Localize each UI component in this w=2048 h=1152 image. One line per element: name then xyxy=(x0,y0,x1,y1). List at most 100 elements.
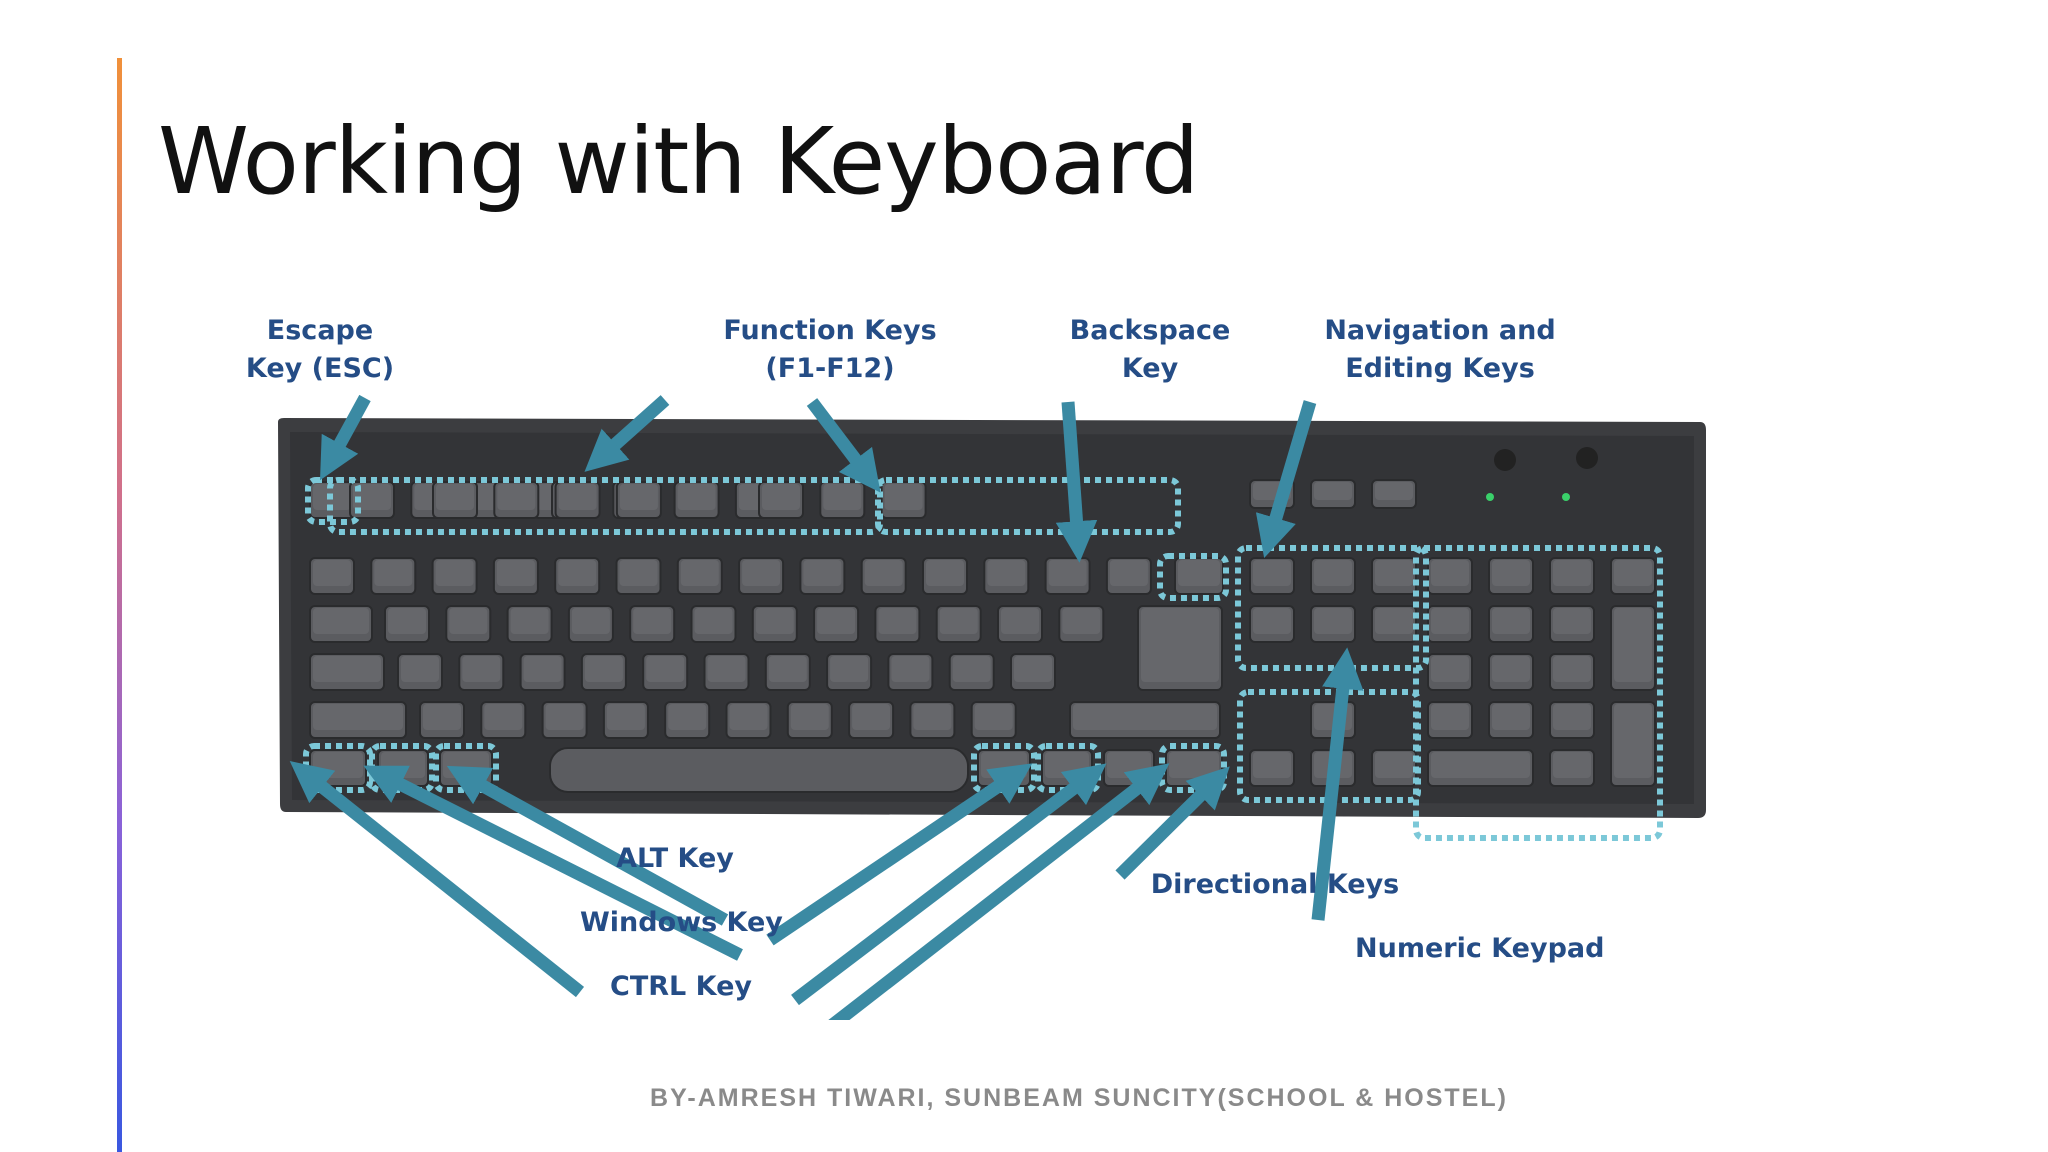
spacebar xyxy=(550,748,968,792)
key-top xyxy=(620,484,658,510)
key-top xyxy=(953,656,991,682)
slide-title: Working with Keyboard xyxy=(158,108,1198,215)
key-top xyxy=(1110,560,1148,586)
key-top xyxy=(388,608,426,634)
key-top xyxy=(756,608,794,634)
key-top xyxy=(940,608,978,634)
key-top xyxy=(1553,704,1591,730)
accent-bar xyxy=(117,58,122,1152)
key-top xyxy=(313,608,369,634)
key-top xyxy=(981,752,1027,778)
key-top xyxy=(462,656,500,682)
function-keys-callout: Function Keys(F1-F12) xyxy=(710,312,950,388)
key-top xyxy=(1107,752,1151,778)
key-top xyxy=(620,560,658,586)
key-top xyxy=(1178,560,1220,586)
key-top xyxy=(681,560,719,586)
key-top xyxy=(762,484,800,510)
key-top xyxy=(730,704,768,730)
key-top xyxy=(1375,482,1413,500)
key-top xyxy=(913,704,951,730)
key-top xyxy=(1431,608,1469,634)
key-top xyxy=(865,560,903,586)
key-top xyxy=(1375,752,1413,778)
key-top xyxy=(436,484,474,510)
key-top xyxy=(817,608,855,634)
key-top xyxy=(633,608,671,634)
key-top xyxy=(449,608,487,634)
directional-keys-callout: Directional Keys xyxy=(1150,866,1400,904)
key-top xyxy=(1375,560,1413,586)
key-top xyxy=(695,608,733,634)
key-top xyxy=(546,704,584,730)
key-top xyxy=(1169,752,1219,778)
key-top xyxy=(878,608,916,634)
key-top xyxy=(1253,608,1291,634)
windows-key-callout: Windows Key xyxy=(580,904,780,942)
key-top xyxy=(1492,656,1530,682)
key-top xyxy=(484,704,522,730)
key-top xyxy=(524,656,562,682)
key-top xyxy=(313,656,381,682)
key-top xyxy=(1073,704,1217,730)
keyboard-illustration xyxy=(270,300,1740,1020)
key-top xyxy=(423,704,461,730)
key-top xyxy=(497,484,535,510)
key-top xyxy=(1253,560,1291,586)
key-top xyxy=(1492,704,1530,730)
key-top xyxy=(708,656,746,682)
key-top xyxy=(678,484,716,510)
key-top xyxy=(1049,560,1087,586)
key-top xyxy=(852,704,890,730)
key-top xyxy=(803,560,841,586)
key-top xyxy=(1553,560,1591,586)
key-top xyxy=(313,752,363,778)
key-top xyxy=(1553,752,1591,778)
key-top xyxy=(374,560,412,586)
key-top xyxy=(1314,482,1352,500)
key-top xyxy=(987,560,1025,586)
key-top xyxy=(558,560,596,586)
key-top xyxy=(313,560,351,586)
key-top xyxy=(1492,608,1530,634)
key-top xyxy=(511,608,549,634)
key-top xyxy=(668,704,706,730)
key-top xyxy=(1314,560,1352,586)
key-top xyxy=(1253,752,1291,778)
key-top xyxy=(401,656,439,682)
key-top xyxy=(1431,560,1469,586)
key-top xyxy=(1314,608,1352,634)
key-top xyxy=(885,484,923,510)
key-top xyxy=(742,560,780,586)
key-top xyxy=(1614,704,1652,778)
key-top xyxy=(1062,608,1100,634)
key-top xyxy=(891,656,929,682)
key-top xyxy=(1614,560,1652,586)
key-top xyxy=(823,484,861,510)
key-top xyxy=(830,656,868,682)
key-top xyxy=(313,704,403,730)
numeric-keypad-callout: Numeric Keypad xyxy=(1355,930,1595,968)
key-top xyxy=(559,484,597,510)
key-top xyxy=(1431,752,1530,778)
key-top xyxy=(572,608,610,634)
key-top xyxy=(1431,656,1469,682)
key-top xyxy=(497,560,535,586)
key-top xyxy=(1492,560,1530,586)
backspace-key-callout: BackspaceKey xyxy=(1065,312,1235,388)
key-top xyxy=(607,704,645,730)
key-top xyxy=(585,656,623,682)
key-top xyxy=(1614,608,1652,682)
key-top xyxy=(1553,656,1591,682)
key-top xyxy=(1014,656,1052,682)
key-top xyxy=(443,752,489,778)
key-top xyxy=(975,704,1013,730)
alt-key-callout: ALT Key xyxy=(610,840,740,878)
ctrl-key-callout: CTRL Key xyxy=(610,968,750,1006)
key-top xyxy=(436,560,474,586)
key-top xyxy=(769,656,807,682)
key-top xyxy=(1553,608,1591,634)
